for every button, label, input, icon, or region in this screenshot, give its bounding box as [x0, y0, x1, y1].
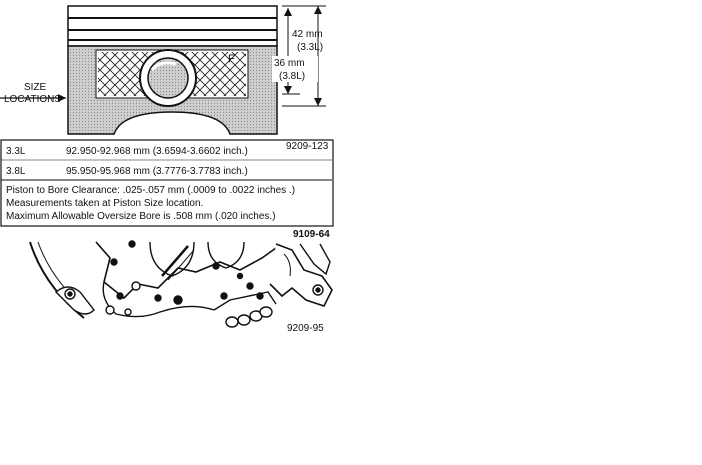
spec-row-3-3l-engine: 3.3L: [6, 146, 26, 157]
size-locations-label: SIZE: [24, 82, 47, 93]
dimension-36mm-sub: (3.8L): [279, 71, 305, 82]
measurement-note: Measurements taken at Piston Size locati…: [6, 198, 203, 209]
spec-table-border: [0, 139, 334, 227]
piston-spec-table: 3.3L 92.950-92.968 mm (3.6594-3.6602 inc…: [0, 139, 334, 240]
spec-row-3-8l-value: 95.950-95.968 mm (3.7776-3.7783 inch.): [66, 166, 248, 177]
size-locations-label-2: LOCATIONS: [4, 94, 61, 105]
oversize-note: Maximum Allowable Oversize Bore is .508 …: [6, 211, 276, 222]
front-mark-label: F: [228, 53, 235, 65]
clearance-note: Piston to Bore Clearance: .025-.057 mm (…: [6, 185, 295, 196]
bolt-boss-stack: [213, 291, 277, 328]
engine-figure-id: 9209-95: [287, 323, 324, 334]
spec-table-figure-id: 9109-64: [293, 229, 330, 240]
spec-row-3-3l-value: 92.950-92.968 mm (3.6594-3.6602 inch.): [66, 146, 248, 157]
piston-figure-id: 9209-123: [286, 141, 329, 152]
dimension-42mm-label: 42 mm: [292, 29, 323, 40]
dimension-42mm-sub: (3.3L): [297, 42, 323, 53]
piston-illustration: F SIZE LOCATIONS 42 mm (3.3L) 36 mm (3.8…: [0, 5, 329, 152]
spec-row-3-8l-engine: 3.8L: [6, 166, 26, 177]
dimension-36mm-label: 36 mm: [274, 58, 305, 69]
engine-block-illustration: [29, 240, 333, 328]
